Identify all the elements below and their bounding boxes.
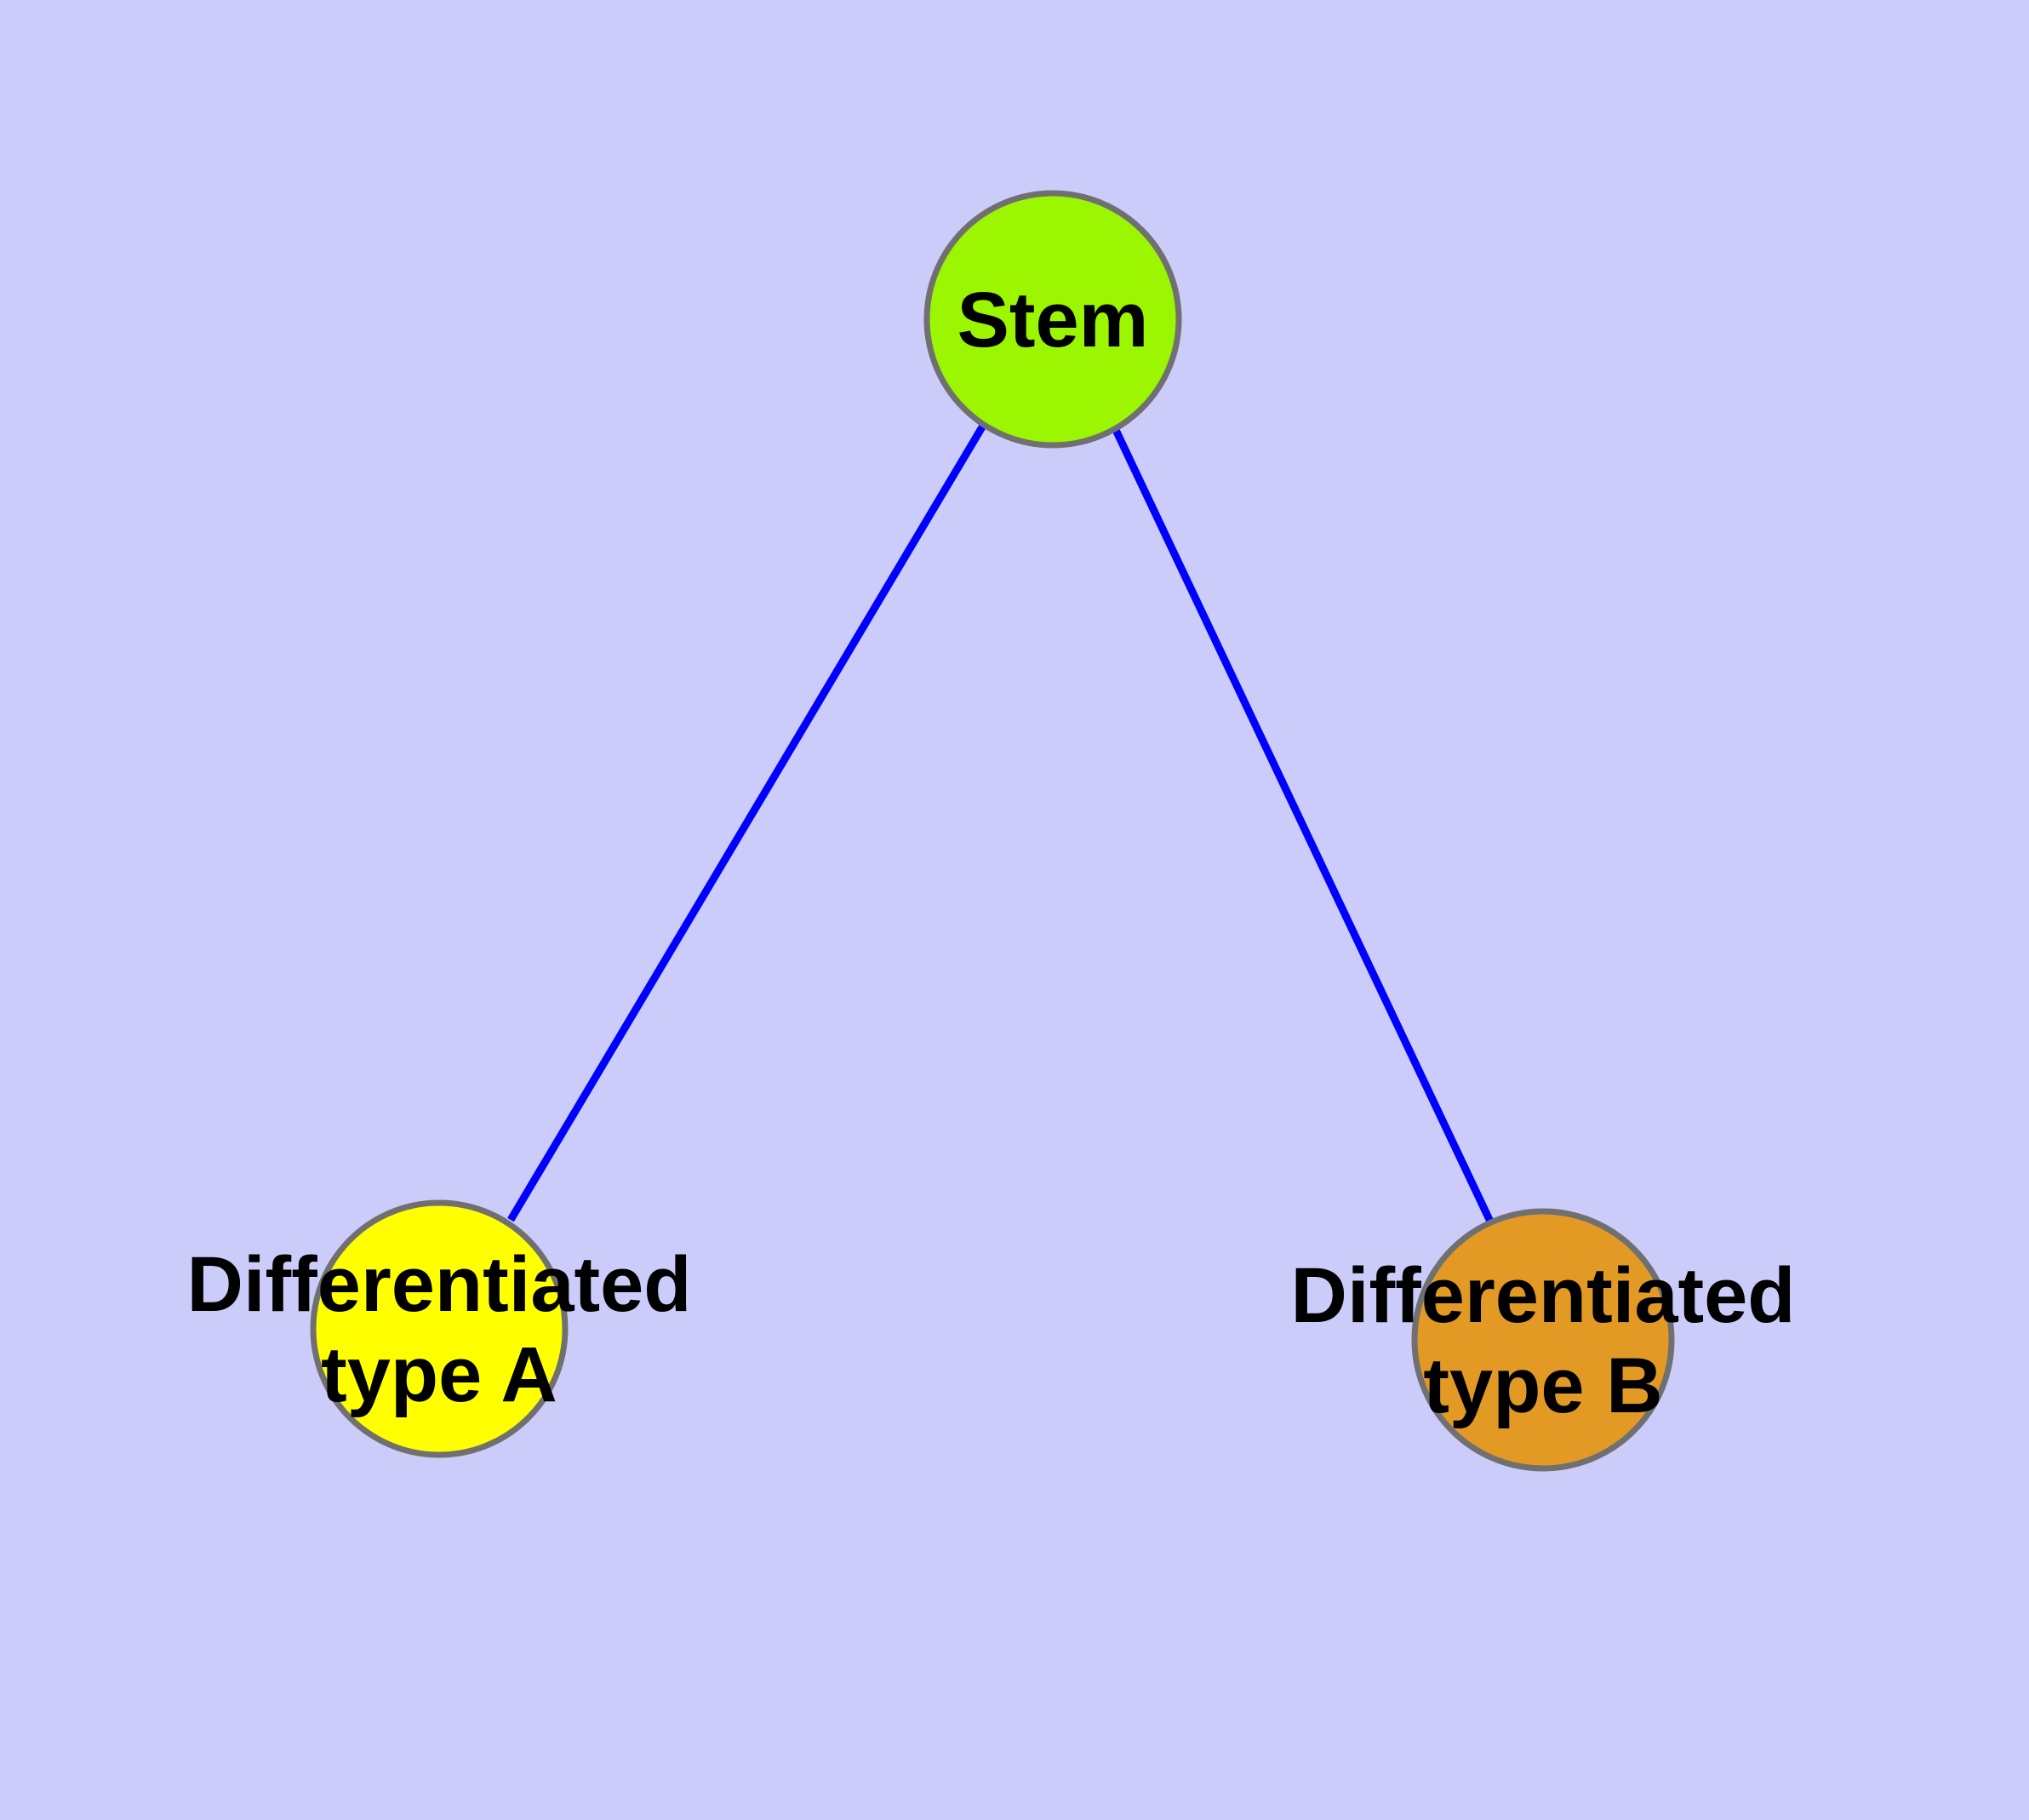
node-label-line: Differentiated bbox=[187, 1241, 692, 1328]
node-label-line: type A bbox=[321, 1331, 557, 1418]
node-differentiated-type-a-circle[interactable] bbox=[310, 1199, 569, 1458]
node-label-line: type B bbox=[1423, 1342, 1662, 1429]
nodes-layer bbox=[310, 190, 1675, 1472]
node-label-line: Stem bbox=[957, 277, 1149, 363]
node-stem-circle[interactable] bbox=[923, 190, 1182, 449]
node-stem[interactable] bbox=[923, 190, 1182, 449]
edge-stem-to-differentiated-type-a[interactable] bbox=[507, 423, 986, 1222]
node-differentiated-type-b-circle[interactable] bbox=[1411, 1208, 1675, 1472]
node-differentiated-type-b[interactable] bbox=[1411, 1208, 1675, 1472]
node-stem-label: Stem bbox=[957, 277, 1149, 363]
edges-layer bbox=[507, 423, 1495, 1225]
edge-stem-to-differentiated-type-b[interactable] bbox=[1112, 428, 1495, 1225]
node-label-line: Differentiated bbox=[1291, 1252, 1796, 1339]
node-differentiated-type-a[interactable] bbox=[310, 1199, 569, 1458]
